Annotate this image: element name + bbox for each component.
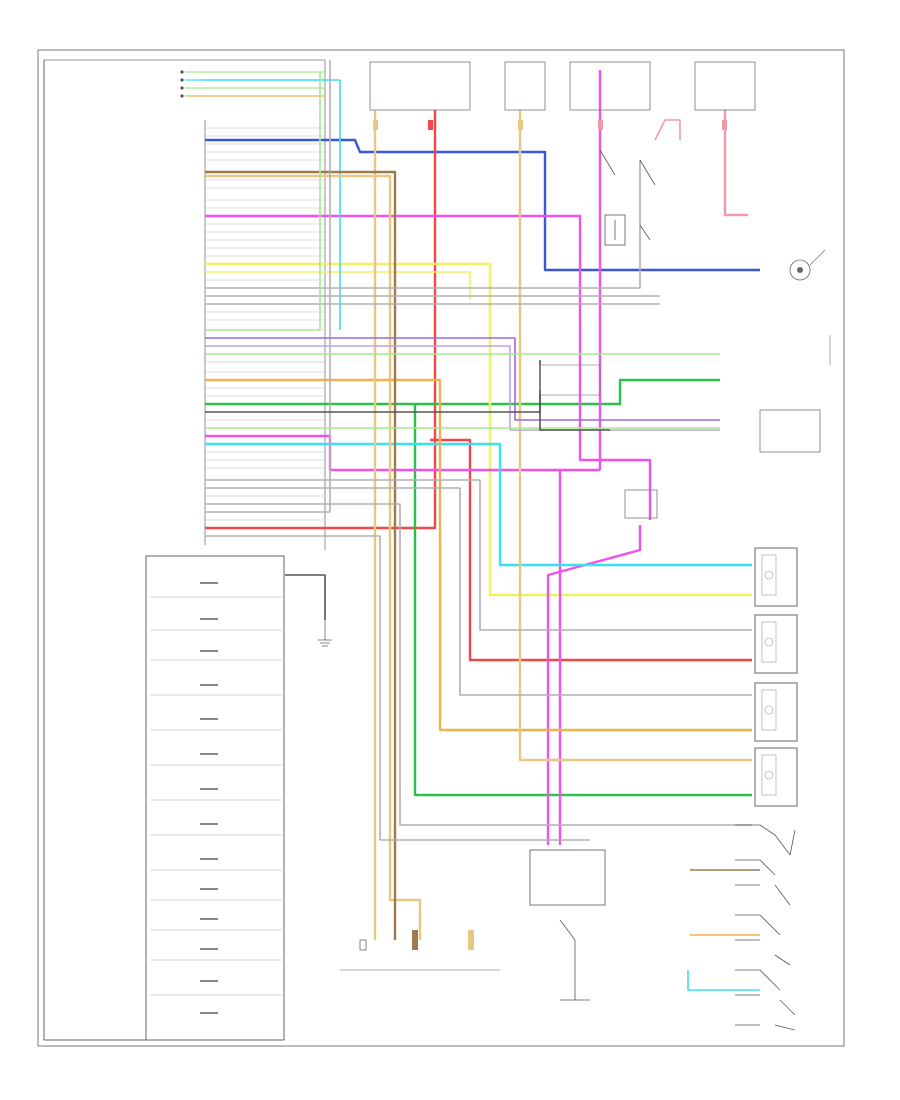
internal-solenoid-rows (150, 582, 282, 1014)
sensor-box (759, 409, 821, 453)
fuse-icon (373, 120, 727, 130)
sensor-icon (754, 682, 798, 742)
ground-icon (318, 620, 332, 647)
fuse-block-area (369, 61, 756, 130)
switch-icon (529, 849, 606, 1001)
connector-icon (539, 364, 658, 519)
connector-icon (340, 930, 500, 971)
sensor-icon (754, 747, 798, 807)
sensor-icon (754, 547, 798, 607)
control-module-frame (43, 59, 326, 1041)
wires (205, 60, 760, 991)
solenoid-icon (200, 582, 218, 1014)
switch-icon (735, 824, 796, 1031)
pump-motor-icon (789, 249, 826, 281)
wheel-speed-sensors (754, 547, 798, 807)
relay-switches (599, 149, 656, 246)
sensor-icon (754, 614, 798, 674)
